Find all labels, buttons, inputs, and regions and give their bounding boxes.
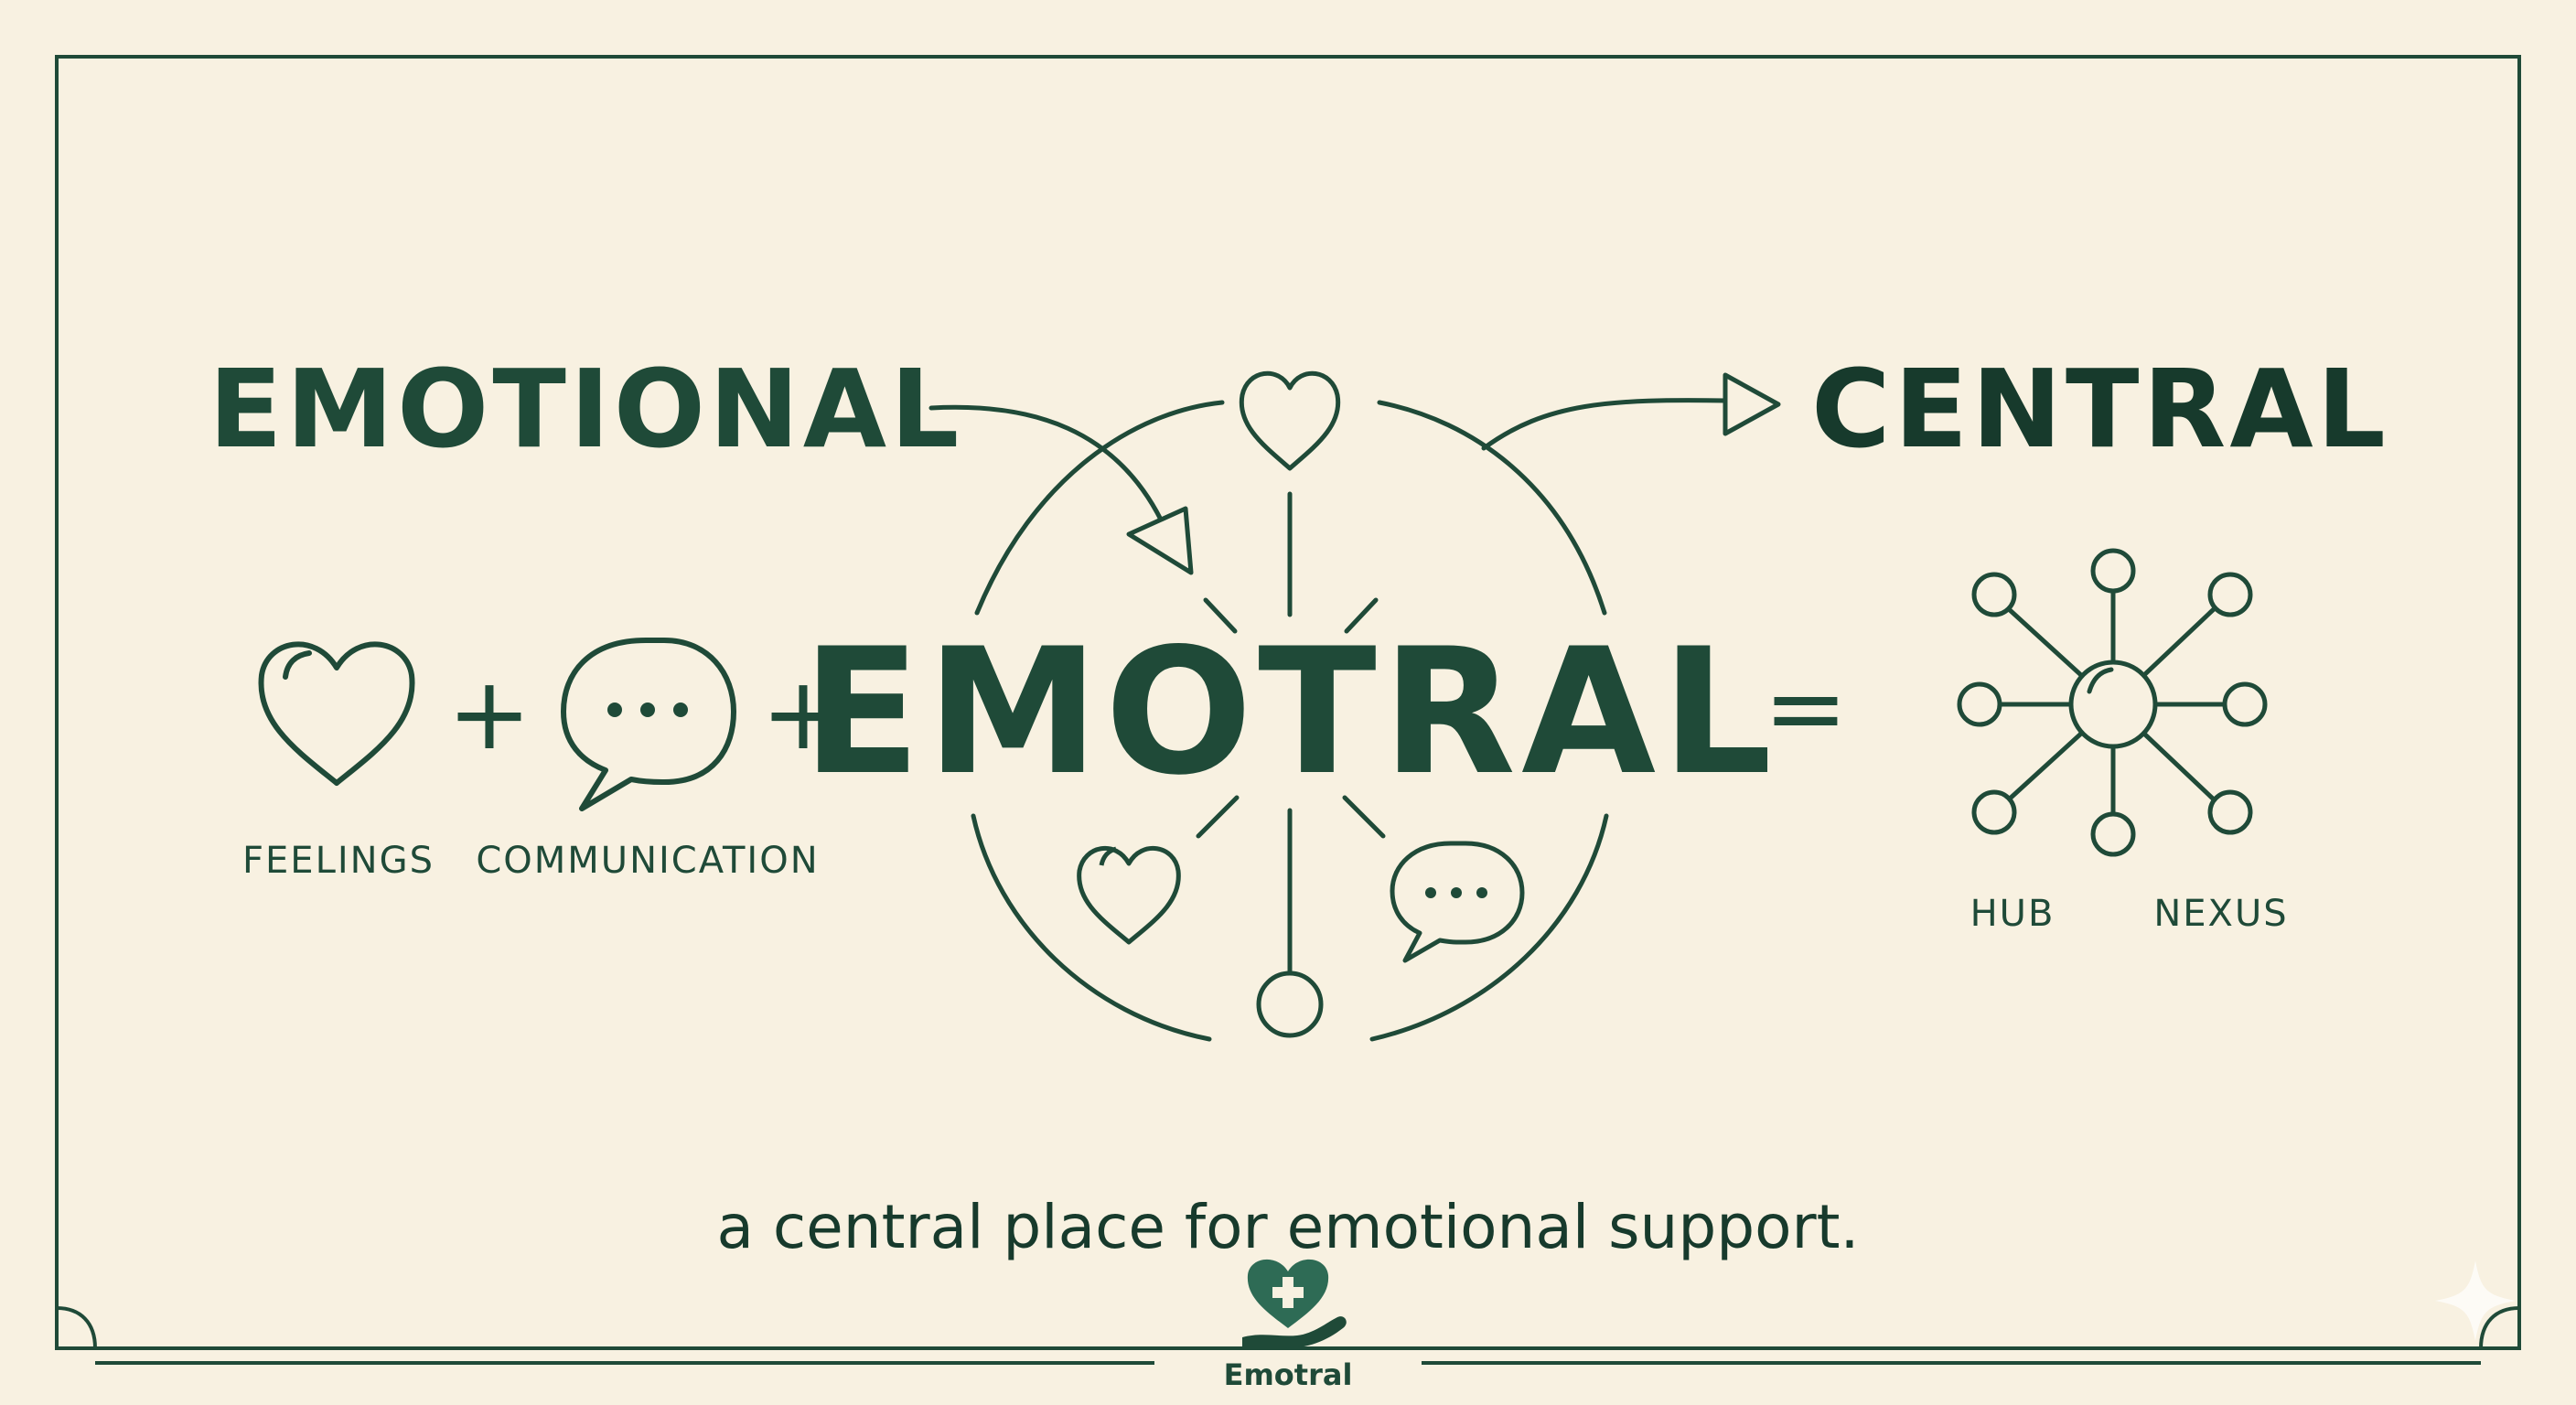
center-rays [1196,491,1386,974]
bubble-small-dot-3 [1476,887,1487,898]
hub-node-w [1957,681,2002,727]
bubble-small-shape [1390,841,1525,963]
arrow-icon [1481,372,1781,451]
plus-sign-1: + [447,655,531,772]
label-hub: HUB [1970,893,2055,935]
arrow-emotional-curve [928,404,1165,524]
bubble-dot-2 [640,702,655,717]
heart-icon [1077,846,1181,945]
hub-center-shine [2087,667,2114,694]
arc-top-right [1377,400,1607,616]
hub-node-sw [1971,789,2017,835]
word-emotral: EMOTRAL [802,611,1777,813]
ray-top-right [1344,597,1379,634]
frame-rect [55,55,2521,1350]
ray-bottom-right [1342,795,1386,839]
speech-bubble-icon [561,638,736,811]
bubble-small-dot-1 [1425,887,1436,898]
frame-corner-right [2479,1306,2520,1349]
heart-small-shape [1077,846,1181,945]
footer-logo-text: Emotral [1224,1357,1353,1392]
arc-bottom-left [971,813,1212,1042]
bubble-dot-1 [607,702,622,717]
hub-node-e [2222,681,2268,727]
hub-node-ne [2207,572,2253,617]
label-nexus: NEXUS [2153,893,2288,935]
hub-node-nw [1971,572,2017,617]
caring-hand-heart-icon [1242,1259,1347,1348]
equals-sign: = [1764,649,1848,767]
logo-cross-h [1272,1287,1304,1298]
word-emotional: EMOTIONAL [209,346,962,472]
network-hub-icon [1957,548,2268,857]
heart-icon [258,641,415,786]
arrow-emotional-head [1126,506,1194,575]
heart-feelings-shape [258,641,415,786]
logo-hand [1242,1316,1347,1348]
bubble-dot-3 [673,702,688,717]
speech-bubble-icon [1390,841,1525,963]
bubble-communication-shape [561,638,736,811]
arc-top-left [974,400,1225,616]
ray-bottom-left [1196,795,1240,839]
heart-icon [1239,370,1341,471]
ray-top-left [1203,597,1238,634]
label-communication: COMMUNICATION [476,840,819,882]
center-arcs [971,400,1609,1042]
hub-node-se [2207,789,2253,835]
node-bottom-circle [1256,971,1324,1038]
frame-border [55,55,2521,1365]
plus-sign-2: + [761,655,845,772]
hub-node-n [2090,548,2136,594]
hub-node-s [2090,811,2136,857]
heart-small-shine [1099,846,1117,866]
hub-center-node [2068,660,2158,749]
sparkle-icon [2435,1260,2516,1341]
heart-feelings-shine [283,650,312,680]
label-feelings: FEELINGS [242,840,435,882]
arrow-central-head [1723,372,1781,436]
arrow-central-curve [1481,398,1730,451]
word-central: CENTRAL [1811,346,2389,472]
arc-bottom-right [1369,813,1609,1042]
tagline: a central place for emotional support. [716,1192,1859,1262]
frame-corner-left [56,1306,97,1349]
bubble-small-dot-2 [1451,887,1462,898]
arrow-icon [928,404,1194,575]
heart-top-shape [1239,370,1341,471]
